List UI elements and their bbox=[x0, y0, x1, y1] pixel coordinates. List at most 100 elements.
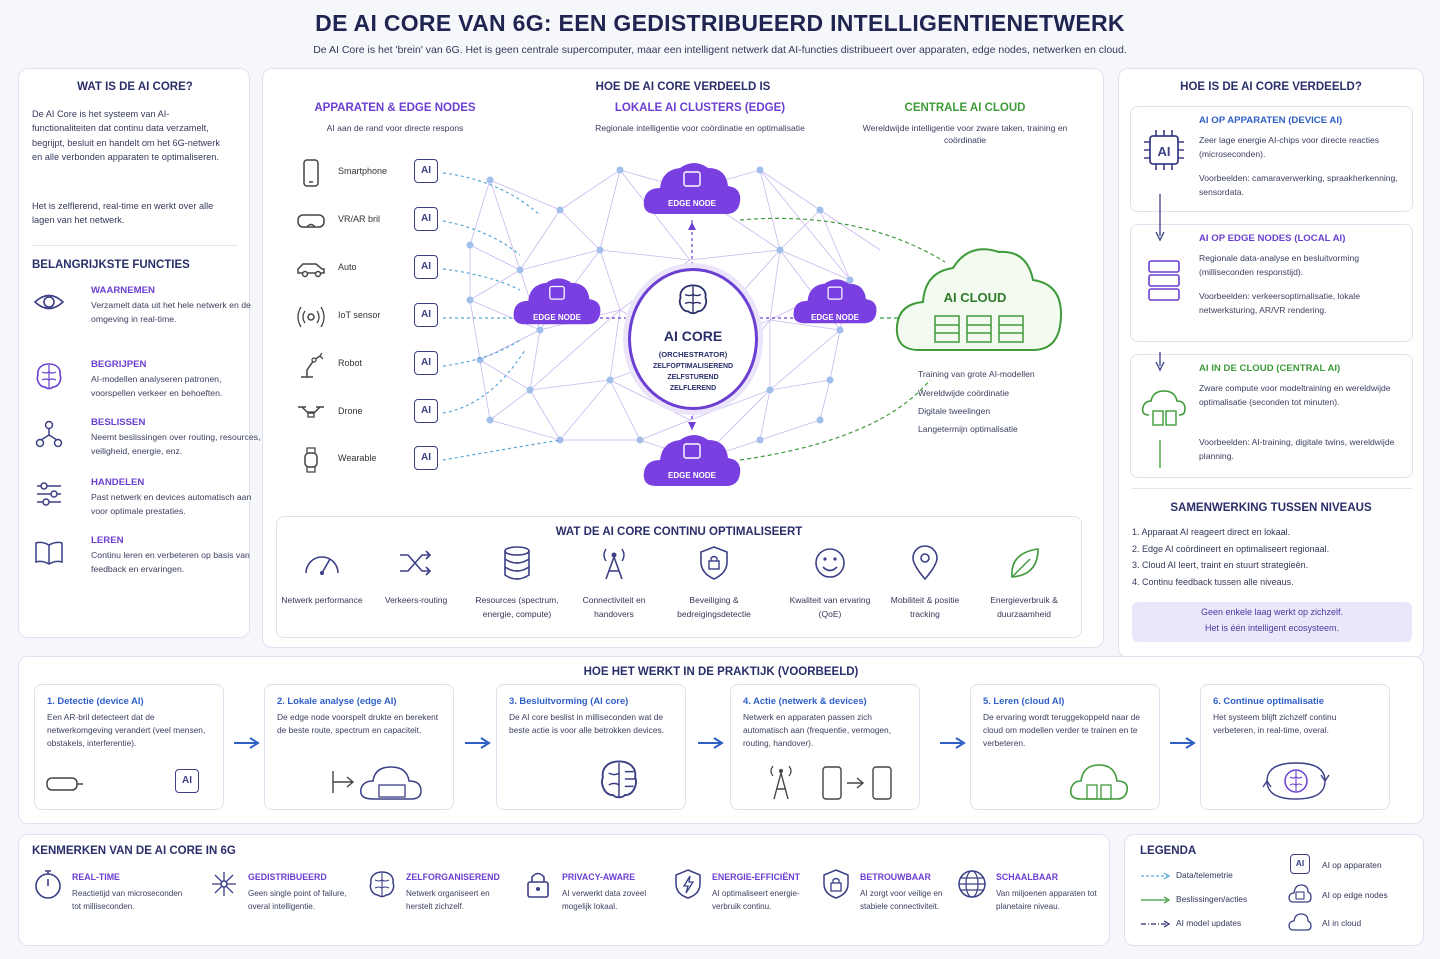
car-icon bbox=[297, 263, 325, 278]
collab-item: 1. Apparaat AI reageert direct en lokaal… bbox=[1132, 527, 1291, 537]
feature-title: BETROUWBAAR bbox=[860, 872, 931, 882]
feature-betrouwbaar: BETROUWBAAR AI zorgt voor veilige en sta… bbox=[820, 868, 970, 928]
level-cloud-ai: AI IN DE CLOUD (CENTRAL AI) Zware comput… bbox=[1130, 354, 1413, 478]
step-desc: De AI core beslist in milliseconden wat … bbox=[509, 712, 665, 736]
device-label: Auto bbox=[338, 262, 357, 272]
device-label: Drone bbox=[338, 406, 363, 416]
level-desc: Zware compute voor modeltraining en were… bbox=[1199, 383, 1391, 408]
cloud-item: Training van grote AI-modellen bbox=[918, 369, 1035, 379]
leaf-icon bbox=[1011, 548, 1039, 578]
device-drone: Drone AI bbox=[296, 396, 476, 430]
level-title: AI OP APPARATEN (DEVICE AI) bbox=[1199, 115, 1343, 126]
feature-desc: AI zorgt voor veilige en stabiele connec… bbox=[860, 889, 943, 911]
legend-label: Beslissingen/acties bbox=[1176, 894, 1248, 904]
col3-subtitle: Wereldwijde intelligentie voor zware tak… bbox=[862, 123, 1068, 146]
collab-divider bbox=[1132, 488, 1412, 489]
vr-headset-icon bbox=[297, 214, 325, 228]
optimize-title: WAT DE AI CORE CONTINU OPTIMALISEERT bbox=[555, 526, 803, 538]
level-device-ai: AI AI OP APPARATEN (DEVICE AI) Zeer lage… bbox=[1130, 106, 1413, 212]
collab-item: 2. Edge AI coördineert en optimaliseert … bbox=[1132, 543, 1330, 554]
optimize-item: Netwerk performance bbox=[274, 545, 370, 608]
edge-node-right-label: EDGE NODE bbox=[810, 313, 859, 322]
device-vr: VR/AR bril AI bbox=[296, 204, 476, 238]
edge-node-top bbox=[643, 163, 741, 214]
lock-icon bbox=[527, 872, 549, 898]
collab-item: 4. Continu feedback tussen alle niveaus. bbox=[1132, 576, 1294, 587]
collab-note bbox=[1132, 602, 1412, 642]
ai-chip-icon: AI bbox=[414, 159, 438, 183]
feature-desc: Reactietijd van microseconden tot millis… bbox=[72, 889, 183, 911]
col2-subtitle: Regionale intelligentie voor coördinatie… bbox=[595, 123, 805, 133]
edge-node-left bbox=[513, 278, 601, 325]
step-continue-optimalisatie: 6. Continue optimalisatie Het systeem bl… bbox=[1200, 684, 1390, 810]
step-desc: Een AR-bril detecteert dat de netwerkomg… bbox=[47, 712, 206, 749]
shuffle-icon bbox=[400, 550, 432, 576]
function-title: BEGRIJPEN bbox=[91, 359, 147, 370]
step-desc: Netwerk en apparaten passen zich automat… bbox=[743, 712, 892, 749]
function-title: WAARNEMEN bbox=[91, 285, 155, 296]
step-title: 3. Besluitvorming (AI core) bbox=[509, 695, 629, 706]
optimize-item: Energieverbruik & duurzaamheid bbox=[974, 545, 1074, 621]
legend-label: AI op apparaten bbox=[1322, 860, 1382, 870]
step-title: 1. Detectie (device AI) bbox=[47, 695, 144, 706]
optimize-label: Mobiliteit & positie tracking bbox=[890, 595, 960, 619]
function-desc: Continu leren en verbeteren op basis van… bbox=[91, 550, 250, 574]
brain-icon bbox=[678, 284, 708, 315]
legend-label: Data/telemetrie bbox=[1176, 870, 1233, 880]
globe-icon bbox=[958, 870, 986, 898]
device-robot: Robot AI bbox=[296, 348, 476, 382]
vr-headset-icon bbox=[46, 777, 83, 791]
ai-chip-icon: AI bbox=[414, 399, 438, 423]
optimize-label: Connectiviteit en handovers bbox=[582, 595, 646, 619]
collab-note-line: Het is één intelligent ecosysteem. bbox=[1204, 623, 1340, 633]
arrow-right-icon bbox=[463, 736, 493, 750]
page-subtitle: De AI Core is het 'brein' van 6G. Het is… bbox=[313, 44, 1127, 56]
step-besluitvorming: 3. Besluitvorming (AI core) De AI core b… bbox=[496, 684, 686, 810]
lock-shield-icon bbox=[823, 869, 849, 899]
mesh-nodes bbox=[466, 166, 854, 444]
feature-title: ZELFORGANISEREND bbox=[406, 872, 500, 882]
edge-node-right bbox=[793, 279, 877, 324]
step-title: 2. Lokale analyse (edge AI) bbox=[277, 695, 397, 706]
ai-core-line: ZELFSTUREND bbox=[667, 374, 719, 381]
level-flow-arrows bbox=[1155, 194, 1165, 468]
device-smartphone: Smartphone AI bbox=[296, 156, 476, 190]
feature-desc: AI optimaliseert energie-verbruik contin… bbox=[712, 889, 800, 911]
left-title: WAT IS DE AI CORE? bbox=[77, 81, 193, 93]
smartwatch-icon bbox=[304, 447, 318, 473]
edge-node-bottom bbox=[643, 435, 741, 486]
step-detectie: 1. Detectie (device AI) Een AR-bril dete… bbox=[34, 684, 224, 810]
antenna-icon bbox=[603, 548, 625, 580]
device-label: Wearable bbox=[338, 453, 377, 463]
brain-icon bbox=[369, 871, 395, 898]
cloud-links bbox=[739, 217, 946, 461]
arrow-right-icon bbox=[696, 736, 726, 750]
optimize-label: Beveiliging & bedreigingsdetectie bbox=[677, 595, 751, 619]
step-actie: 4. Actie (netwerk & devices) Netwerk en … bbox=[730, 684, 920, 810]
ai-cloud-title: AI CLOUD bbox=[943, 290, 1007, 305]
feature-title: ENERGIE-EFFICIËNT bbox=[712, 872, 800, 882]
stopwatch-icon bbox=[35, 870, 61, 899]
device-label: Smartphone bbox=[338, 166, 388, 176]
ai-chip-icon: AI bbox=[414, 303, 438, 327]
ai-core-title: AI CORE bbox=[663, 328, 723, 344]
feature-desc: AI verwerkt data zoveel mogelijk lokaal. bbox=[562, 889, 647, 911]
edge-node-left-label: EDGE NODE bbox=[532, 313, 581, 322]
optimize-item: Beveiliging & bedreigingsdetectie bbox=[664, 545, 764, 621]
edge-node-bottom-label: EDGE NODE bbox=[667, 471, 716, 480]
feature-desc: Netwerk organiseert en herstelt zichzelf… bbox=[406, 889, 490, 911]
feature-title: SCHAALBAAR bbox=[996, 872, 1059, 882]
level-edge-ai: AI OP EDGE NODES (LOCAL AI) Regionale da… bbox=[1130, 224, 1413, 342]
device-label: Robot bbox=[338, 358, 363, 368]
cloud-server-icon bbox=[1141, 390, 1186, 426]
optimize-label: Resources (spectrum, energie, compute) bbox=[475, 595, 559, 619]
optimize-item: Resources (spectrum, energie, compute) bbox=[466, 545, 568, 621]
device-label: VR/AR bril bbox=[338, 214, 381, 224]
collab-title: SAMENWERKING TUSSEN NIVEAUS bbox=[1170, 502, 1372, 514]
left-paragraph-1: De AI Core is het systeem van AI-functio… bbox=[32, 109, 220, 162]
level-examples: Voorbeelden: verkeersoptimalisatie, loka… bbox=[1199, 291, 1360, 316]
function-desc: Verzamelt data uit het hele netwerk en d… bbox=[91, 300, 251, 324]
feature-zelforganiserend: ZELFORGANISEREND Netwerk organiseert en … bbox=[366, 868, 516, 928]
left-paragraph-2: Het is zelflerend, real-time en werkt ov… bbox=[32, 201, 214, 226]
feature-privacy-aware: PRIVACY-AWARE AI verwerkt data zoveel mo… bbox=[522, 868, 672, 928]
